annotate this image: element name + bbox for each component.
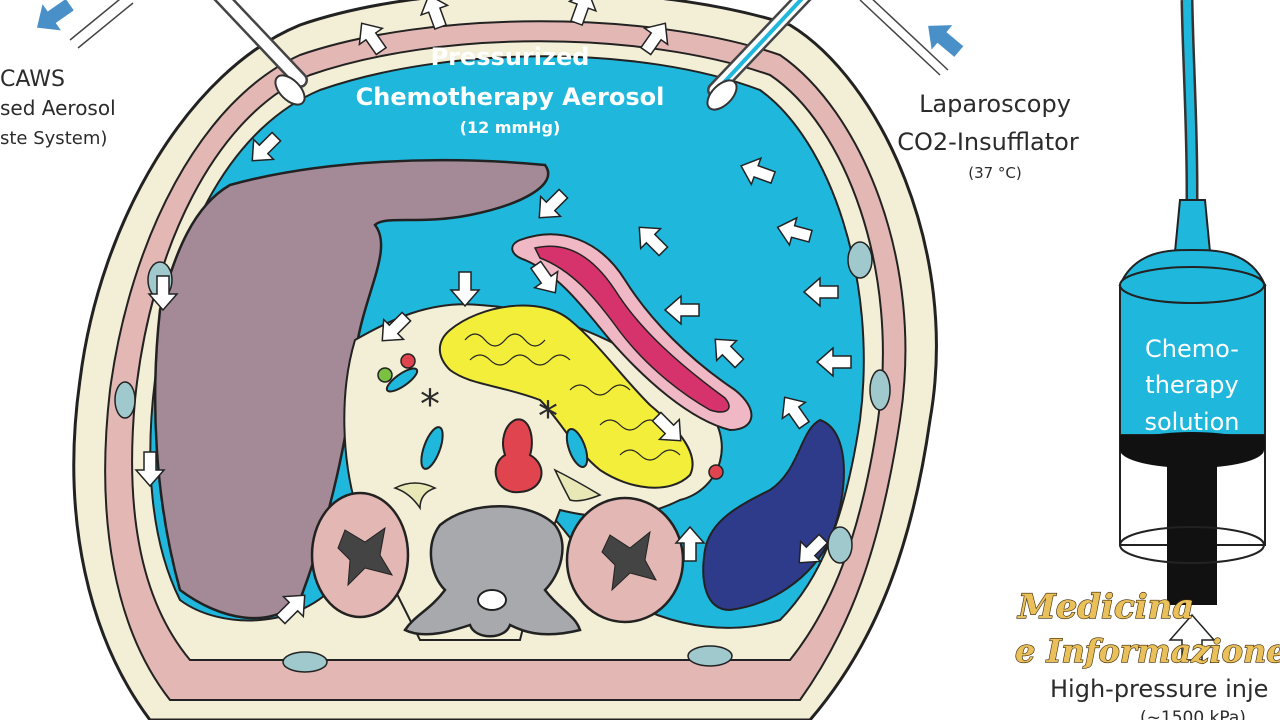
injector-line1: High-pressure inje <box>1050 675 1268 703</box>
red-vessel-dot-small <box>709 465 723 479</box>
spinal-canal <box>478 590 506 610</box>
syringe-label-line3: solution <box>1144 408 1239 436</box>
caws-line2: sed Aerosol <box>0 96 116 120</box>
caws-title: CAWS <box>0 67 65 92</box>
flow-arrow-caws <box>28 0 79 41</box>
insufflator-line1: Laparoscopy <box>919 90 1071 118</box>
syringe-label-line2: therapy <box>1145 371 1238 399</box>
watermark-line1: Medicina <box>1017 587 1194 627</box>
injector-tube <box>1175 0 1210 252</box>
injector-line2: (~1500 kPa) <box>1140 708 1246 720</box>
green-duct-dot <box>378 368 392 382</box>
tube-to-caws <box>70 0 133 48</box>
insufflator-temp: (37 °C) <box>968 164 1022 182</box>
syringe-label-line1: Chemo- <box>1145 335 1239 363</box>
flow-arrow-insufflator <box>918 14 969 64</box>
red-vessel-dot <box>401 354 415 368</box>
insufflator-line2: CO2-Insufflator <box>897 128 1079 156</box>
asterisk-marker-2: * <box>538 394 558 440</box>
aerosol-pressure-label: (12 mmHg) <box>460 118 561 137</box>
aerosol-title-line1: Pressurized <box>431 43 590 71</box>
watermark-line2: e Informazione <box>1015 632 1280 670</box>
aerosol-title-line2: Chemotherapy Aerosol <box>356 83 665 111</box>
left-kidney <box>567 498 683 622</box>
right-kidney <box>312 493 408 617</box>
caws-line3: ste System) <box>0 128 107 149</box>
asterisk-marker-1: * <box>420 382 440 428</box>
